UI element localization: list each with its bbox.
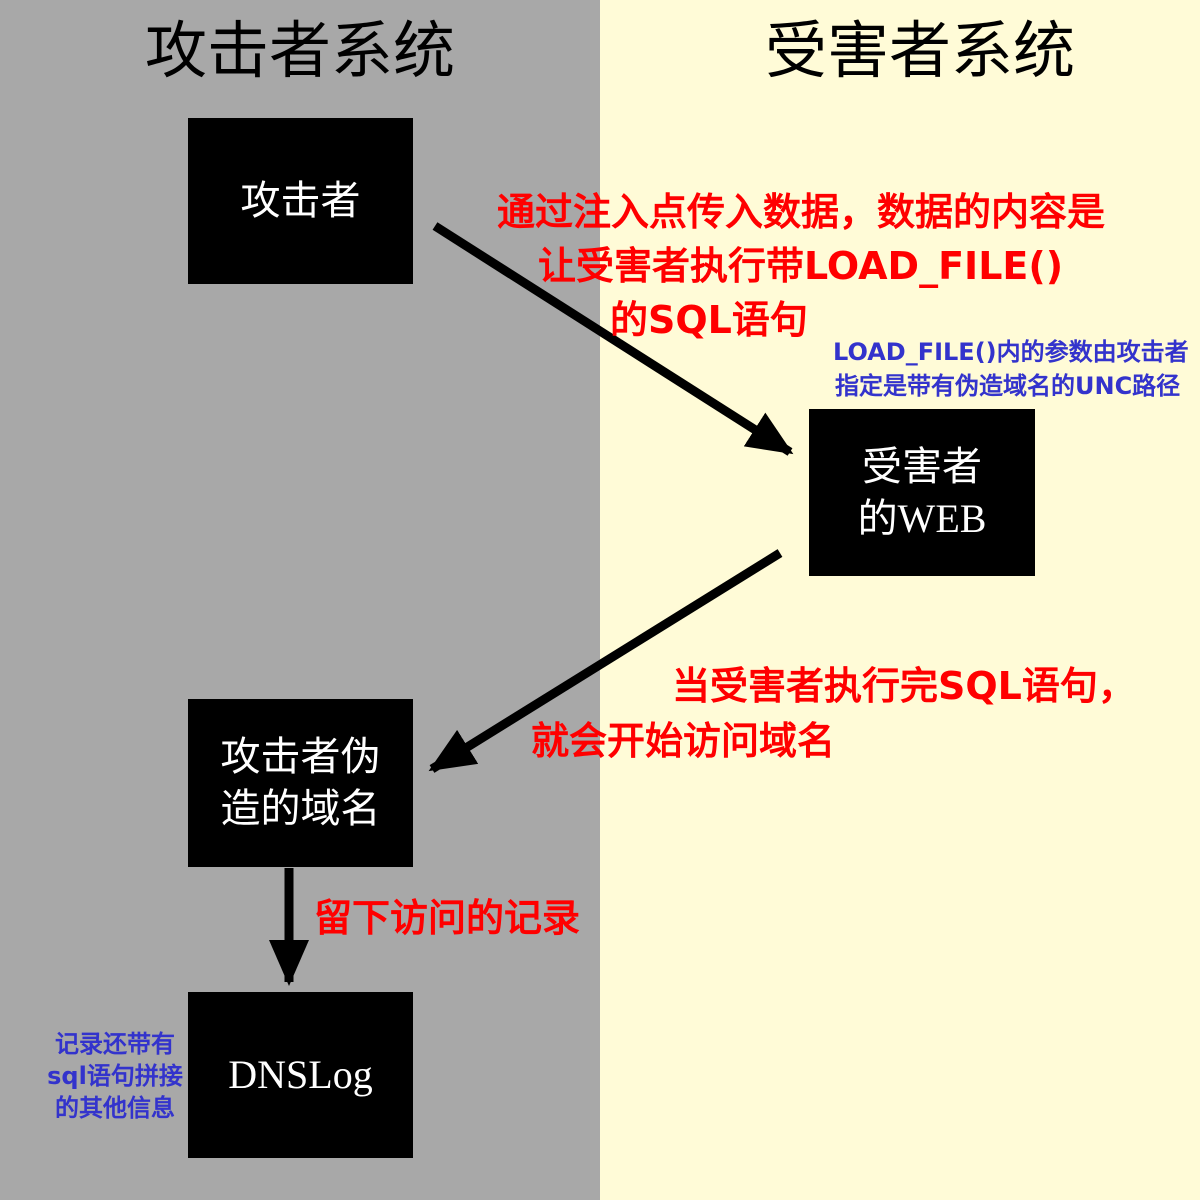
node-dnslog: DNSLog — [188, 992, 413, 1158]
annotation-visit-line2: 就会开始访问域名 — [531, 719, 836, 763]
node-forged-domain-line2: 造的域名 — [220, 786, 381, 831]
annotation-unc-note-line1: LOAD_FILE()内的参数由攻击者 — [833, 338, 1189, 366]
annotation-record-note-line2: sql语句拼接 — [47, 1062, 183, 1090]
node-forged-domain-line1: 攻击者伪 — [220, 734, 381, 779]
node-victim-web: 受害者 的WEB — [809, 409, 1035, 576]
node-victim-web-line1: 受害者 — [862, 443, 982, 489]
node-dnslog-label: DNSLog — [228, 1052, 373, 1097]
annotation-record-note-line1: 记录还带有 — [55, 1030, 175, 1058]
attacker-system-title: 攻击者系统 — [145, 18, 456, 86]
annotation-record-note: 记录还带有 sql语句拼接 的其他信息 — [30, 1028, 200, 1124]
node-forged-domain: 攻击者伪 造的域名 — [188, 699, 413, 867]
annotation-inject-line3: 的SQL语句 — [610, 298, 808, 342]
annotation-record-note-line3: 的其他信息 — [55, 1094, 175, 1122]
node-victim-web-line2: 的WEB — [857, 495, 987, 541]
victim-system-title: 受害者系统 — [765, 18, 1076, 86]
victim-system-panel — [600, 0, 1200, 1200]
annotation-inject-line1: 通过注入点传入数据，数据的内容是 — [497, 190, 1106, 234]
annotation-unc-note-line2: 指定是带有伪造域名的UNC路径 — [835, 372, 1181, 400]
annotation-visit-line1: 当受害者执行完SQL语句， — [672, 664, 1136, 708]
node-attacker: 攻击者 — [188, 118, 413, 284]
node-attacker-label: 攻击者 — [240, 178, 361, 223]
annotation-record: 留下访问的记录 — [314, 896, 581, 940]
annotation-inject-line2: 让受害者执行带LOAD_FILE() — [538, 244, 1064, 288]
